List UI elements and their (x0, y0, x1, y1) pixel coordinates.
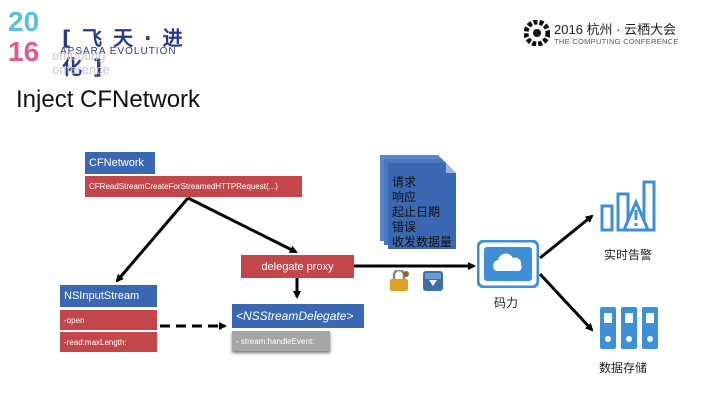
delegate-proxy-box: delegate proxy (241, 255, 354, 278)
doc-item-dates: 起止日期 (392, 205, 441, 219)
alert-label: 实时告警 (604, 248, 653, 262)
arrow-cloud-to-storage (538, 272, 594, 332)
faint-text-1: omputing (52, 48, 106, 63)
cloud-label: 码力 (494, 296, 519, 310)
cfnetwork-box: CFNetwork (85, 152, 155, 174)
brand-cn: [ 飞 天 · 进 化 ] (62, 26, 185, 79)
document-stack-icon (380, 155, 456, 249)
doc-item-data-volume: 收发数据量 (392, 235, 453, 249)
lock-icon (390, 270, 409, 291)
arrow-cloud-to-alert (539, 214, 594, 260)
storage-label: 数据存储 (599, 361, 648, 375)
year-bottom: 16 (8, 36, 40, 67)
nsstreamdelegate-method: - stream:handleEvent: (232, 331, 330, 351)
conference-subtitle: THE COMPUTING CONFERENCE (554, 37, 679, 46)
nsinputstream-read: -read:maxLength: (60, 332, 157, 352)
slide-title: Inject CFNetwork (16, 86, 201, 113)
doc-item-request: 请求 (392, 175, 417, 189)
conference-logo: 2016 杭州 · 云栖大会 THE COMPUTING CONFERENCE (524, 16, 694, 52)
cloud-icon (476, 239, 540, 289)
year-top: 20 (8, 6, 40, 37)
apsara-logo: 20 16 [ 飞 天 · 进 化 ] APSARA EVOLUTION omp… (8, 6, 188, 80)
nsstreamdelegate-box: <NSStreamDelegate> (232, 304, 364, 328)
cloud-box (476, 239, 540, 289)
cfnetwork-method-box: CFReadStreamCreateForStreamedHTTPRequest… (85, 176, 302, 197)
faint-text-2: onference (52, 62, 110, 77)
brand-en: APSARA EVOLUTION (60, 46, 177, 57)
document-stack: 请求 响应 起止日期 错误 收发数据量 (380, 155, 458, 251)
arrow-cfnetwork-to-inputstream (115, 197, 190, 283)
nsinputstream-box: NSInputStream (60, 285, 157, 307)
doc-item-response: 响应 (392, 190, 417, 204)
binders-icon (600, 307, 658, 349)
download-icon (423, 271, 443, 291)
doc-item-error: 错误 (392, 220, 417, 234)
nsinputstream-open: -open (60, 310, 157, 330)
conference-title: 2016 杭州 · 云栖大会 (554, 22, 677, 37)
conference-logo-icon (524, 20, 550, 46)
arrow-cfnetwork-to-proxy (187, 196, 298, 254)
bar-chart-warning-icon (600, 180, 656, 232)
